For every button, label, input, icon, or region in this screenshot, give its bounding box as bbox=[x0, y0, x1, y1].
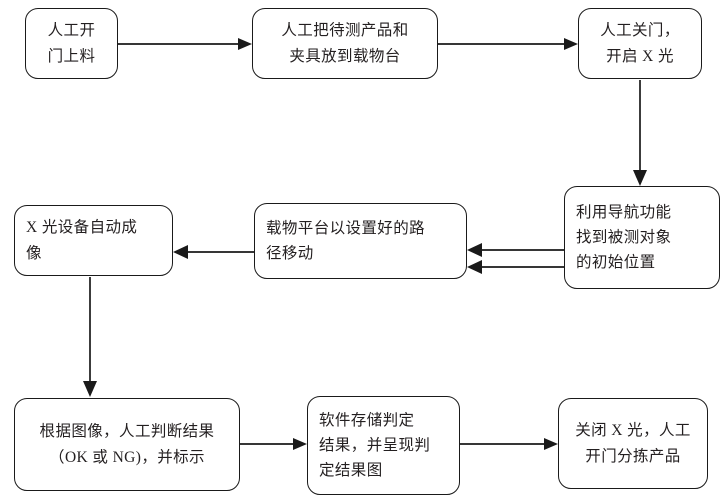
edge-navigate-to-stage-move-b bbox=[467, 260, 564, 274]
node-stage-moves-along-path[interactable]: 载物平台以设置好的路 径移动 bbox=[254, 203, 467, 279]
node-label: 人工把待测产品和 夹具放到载物台 bbox=[281, 22, 409, 65]
node-label: 软件存储判定 结果，并呈现判 定结果图 bbox=[319, 411, 431, 480]
node-label: X 光设备自动成 像 bbox=[26, 219, 138, 262]
node-navigate-find-initial-position[interactable]: 利用导航功能 找到被测对象 的初始位置 bbox=[564, 186, 720, 289]
edge-xray-to-judge bbox=[83, 277, 97, 397]
node-label: 利用导航功能 找到被测对象 的初始位置 bbox=[576, 203, 672, 272]
edge-store-to-sort bbox=[460, 438, 558, 450]
node-label: 根据图像，人工判断结果 （OK 或 NG)，并标示 bbox=[39, 423, 215, 466]
node-label: 载物平台以设置好的路 径移动 bbox=[266, 219, 426, 262]
node-manual-judge-result[interactable]: 根据图像，人工判断结果 （OK 或 NG)，并标示 bbox=[14, 398, 240, 491]
node-software-store-result[interactable]: 软件存储判定 结果，并呈现判 定结果图 bbox=[307, 396, 460, 495]
edge-load-to-place bbox=[118, 38, 252, 50]
node-place-product-and-fixture[interactable]: 人工把待测产品和 夹具放到载物台 bbox=[252, 8, 438, 79]
edge-place-to-close-door bbox=[438, 38, 578, 50]
node-manual-open-door-load[interactable]: 人工开 门上料 bbox=[25, 8, 118, 79]
edge-navigate-to-stage-move-a bbox=[467, 243, 564, 257]
node-label: 关闭 X 光，人工 开门分拣产品 bbox=[575, 422, 691, 465]
node-xray-auto-imaging[interactable]: X 光设备自动成 像 bbox=[14, 205, 173, 276]
node-close-door-start-xray[interactable]: 人工关门， 开启 X 光 bbox=[578, 8, 702, 79]
node-label: 人工关门， 开启 X 光 bbox=[600, 22, 680, 65]
edge-close-door-to-navigate bbox=[633, 80, 647, 186]
edge-judge-to-store bbox=[240, 438, 307, 450]
node-close-xray-sort-product[interactable]: 关闭 X 光，人工 开门分拣产品 bbox=[558, 398, 708, 489]
node-label: 人工开 门上料 bbox=[47, 22, 96, 65]
edge-stage-move-to-xray bbox=[173, 245, 254, 259]
